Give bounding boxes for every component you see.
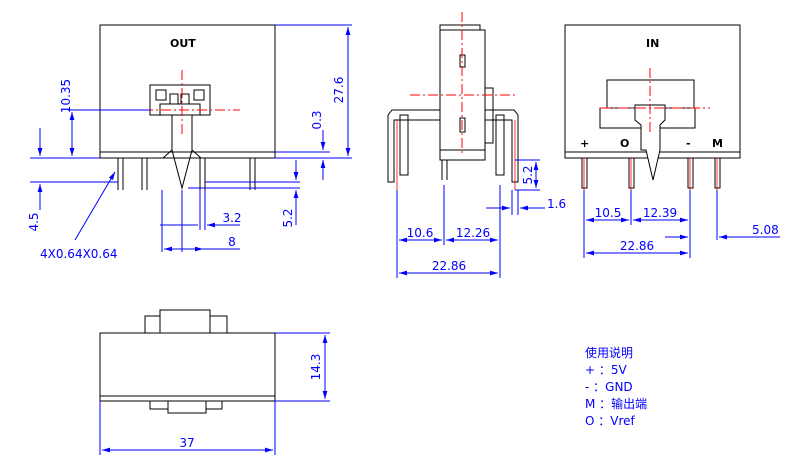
dim-0-3: 0.3	[310, 110, 324, 129]
out-label: OUT	[170, 37, 196, 50]
dim-top-14-3: 14.3	[309, 354, 323, 381]
dim-back-12-39: 12.39	[643, 206, 677, 220]
dim-back-22-86: 22.86	[620, 239, 654, 253]
dim-back-5-08: 5.08	[752, 223, 779, 237]
back-view: IN + O - M 10.5 12.39 22.86	[564, 24, 780, 258]
in-label: IN	[646, 37, 659, 50]
dim-side-1-6: 1.6	[547, 197, 566, 211]
pin-mark-m: M	[712, 137, 723, 150]
pin-mark-o: O	[620, 137, 629, 150]
pin-mark-minus: -	[686, 137, 691, 150]
usage-note-plus: + ：5V	[585, 363, 627, 377]
side-left-bracket	[387, 109, 440, 183]
dim-side-12-26: 12.26	[456, 226, 490, 240]
dim-4-5: 4.5	[27, 212, 41, 231]
front-view: OUT 10.35 27.6 0.3	[27, 24, 352, 261]
usage-note-minus: - ：GND	[585, 380, 633, 394]
dim-side-10-6: 10.6	[407, 226, 434, 240]
top-body	[99, 332, 276, 402]
dim-back-10-5: 10.5	[595, 206, 622, 220]
dim-8: 8	[228, 235, 236, 249]
dim-side-22-86: 22.86	[432, 259, 466, 273]
dim-27-6: 27.6	[332, 77, 346, 104]
dim-3-2: 3.2	[222, 211, 241, 225]
dim-front-5-2: 5.2	[281, 208, 295, 227]
dim-top-37: 37	[179, 436, 194, 450]
side-right-bracket	[485, 109, 519, 183]
usage-notes: 使用说明 + ：5V - ：GND M ：输出端 O ：Vref	[585, 345, 647, 430]
pin-size-label: 4X0.64X0.64	[40, 247, 118, 261]
front-pins	[117, 158, 256, 190]
side-view: 10.6 12.26 22.86 5.2 1.6	[387, 12, 566, 278]
top-view: 14.3 37	[99, 309, 330, 455]
dim-side-5-2: 5.2	[521, 165, 535, 184]
pin-mark-plus: +	[580, 137, 589, 150]
dim-10-35: 10.35	[59, 79, 73, 113]
usage-note-o: O ：Vref	[585, 414, 635, 428]
usage-notes-title: 使用说明	[585, 346, 634, 360]
back-pins	[581, 157, 721, 190]
front-center-lead	[171, 115, 193, 190]
usage-note-m: M ：输出端	[585, 397, 648, 411]
